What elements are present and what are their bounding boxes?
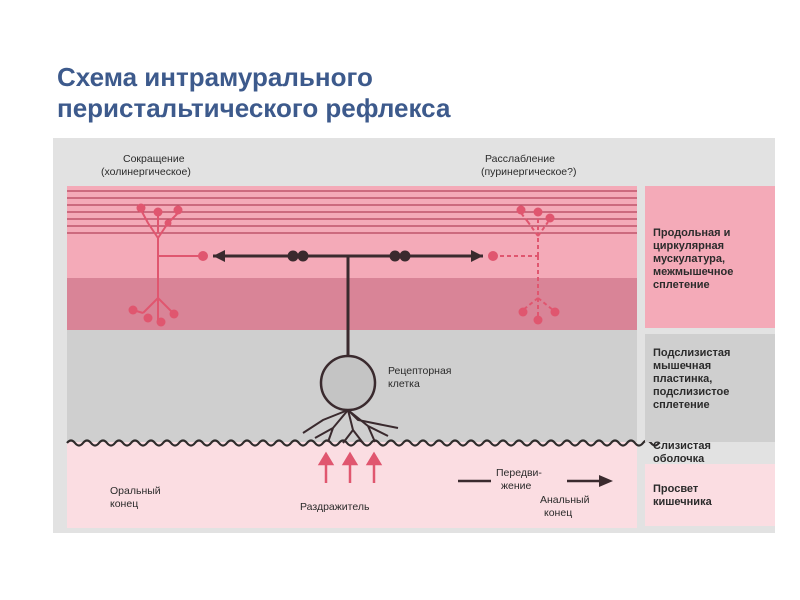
label-stimulus: Раздражитель xyxy=(300,501,370,513)
title-line-2: перистальтического рефлекса xyxy=(57,93,657,124)
muscle-layer xyxy=(67,186,637,278)
title-line-1: Схема интрамурального xyxy=(57,62,657,93)
reflex-diagram: Сокращение (холинергическое) Расслаблени… xyxy=(53,138,775,533)
slide-title: Схема интрамурального перистальтического… xyxy=(57,62,657,124)
receptor-cell-body xyxy=(321,356,375,410)
legend-lumen-panel xyxy=(645,464,775,526)
